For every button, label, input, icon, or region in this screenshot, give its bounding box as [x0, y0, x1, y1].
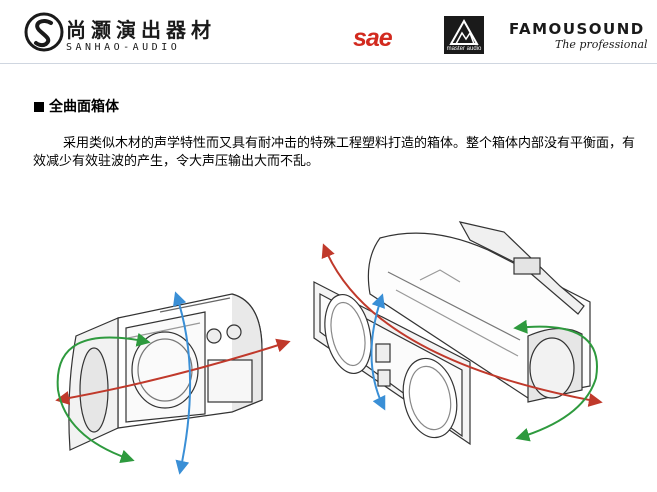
- left-arrow-red: [55, 338, 291, 405]
- sanhao-logo-icon: [24, 12, 64, 52]
- left-cabinet: [68, 293, 263, 451]
- master-audio-emblem-icon: [449, 18, 479, 45]
- section-description: 采用类似木材的声学特性而又具有耐冲击的特殊工程塑料打造的箱体。整个箱体内部没有平…: [33, 136, 636, 169]
- square-bullet-icon: [34, 102, 44, 112]
- right-arrow-green: [513, 319, 598, 442]
- company-name-en: SANHAO-AUDIO: [66, 42, 181, 53]
- section-title: 全曲面箱体: [34, 96, 119, 116]
- left-arrow-blue: [172, 291, 192, 475]
- right-arrow-blue: [370, 293, 386, 411]
- header-divider: [0, 63, 657, 64]
- left-arrow-green: [56, 332, 151, 464]
- page-header: 尚灏演出器材 SANHAO-AUDIO sae master audio FAM…: [0, 0, 657, 62]
- master-audio-logo: master audio: [444, 16, 484, 54]
- famousound-tagline: The professional: [555, 38, 648, 51]
- famousound-logo: FAMOUSOUND: [509, 20, 645, 38]
- company-name-cn: 尚灏演出器材: [66, 18, 216, 42]
- sae-logo: sae: [353, 24, 393, 52]
- cabinet-illustration: [55, 221, 603, 475]
- right-arrow-red: [321, 243, 603, 407]
- master-audio-label: master audio: [446, 46, 482, 52]
- section-title-text: 全曲面箱体: [49, 99, 119, 115]
